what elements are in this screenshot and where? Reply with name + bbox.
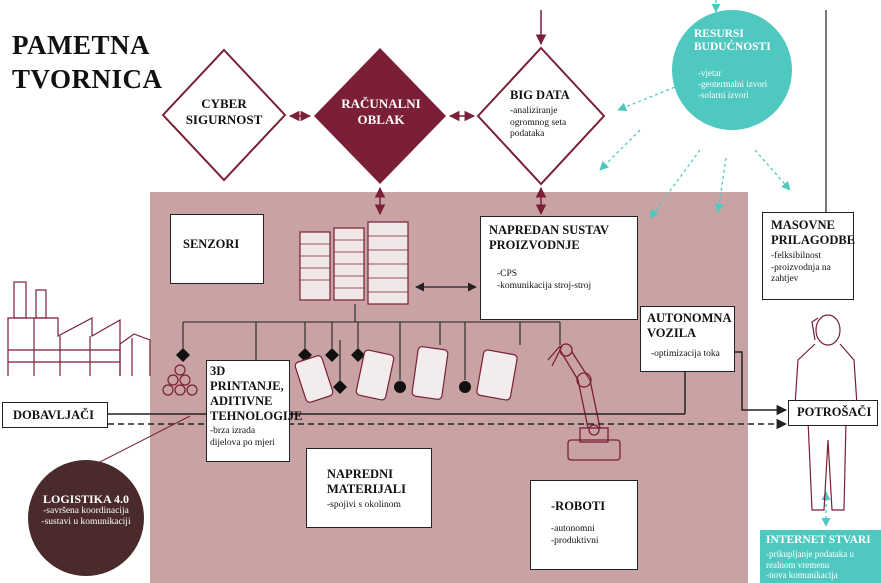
advanced-item: -CPS (497, 269, 518, 279)
iot-desc: -prikupljanje podataka u realnom vremenu (766, 549, 854, 570)
robot-arm-icon (547, 343, 621, 461)
cloud-line-2: OBLAK (357, 112, 405, 127)
resources-item: -geotermalni izvori (698, 79, 768, 89)
materials-heading-2: MATERIJALI (327, 482, 406, 496)
sensors-heading: SENZORI (183, 237, 240, 251)
sensors-box: SENZORI (170, 214, 264, 284)
diagram-title: PAMETNA TVORNICA (12, 28, 162, 96)
consumers-label: POTROŠAČI (797, 405, 872, 419)
server-rack-icon (299, 221, 409, 305)
vehicles-heading-2: VOZILA (647, 326, 697, 340)
consumers-box: POTROŠAČI (788, 400, 878, 426)
robots-heading: -ROBOTI (551, 499, 606, 513)
printing-heading-3: ADITIVNE (210, 394, 273, 408)
logistics-circle: LOGISTIKA 4.0 -savršena koordinacija -su… (28, 460, 144, 576)
title-line-2: TVORNICA (12, 64, 163, 94)
iot-desc-2: -nova komunikacija (766, 570, 838, 580)
mass-customization-box: MASOVNE PRILAGODBE -felksibilnost -proiz… (762, 212, 856, 300)
resources-item: -solarni izvori (698, 90, 749, 100)
autonomous-vehicles-box: AUTONOMNA VOZILA -optimizacija toka (640, 306, 735, 372)
resources-arrow-3 (754, 149, 791, 191)
resources-heading-2: BUDUĆNOSTI (694, 41, 771, 53)
iot-heading: INTERNET STVARI (766, 534, 871, 546)
vehicles-heading-1: AUTONOMNA (647, 311, 732, 325)
bigdata-desc: -analiziranje ogromnog seta podataka (510, 106, 567, 139)
printing-heading-2: PRINTANJE, (210, 379, 284, 393)
mass-heading-1: MASOVNE (771, 218, 835, 232)
resources-item: -vjetar (698, 68, 722, 78)
vehicles-to-consumers (735, 351, 788, 416)
cloud-label: RAČUNALNI OBLAK (336, 96, 426, 128)
title-line-1: PAMETNA (12, 30, 150, 60)
advanced-heading-2: PROIZVODNJE (489, 238, 580, 252)
resources-arrow-bigdata (617, 84, 681, 112)
advanced-heading-1: NAPREDAN SUSTAV (489, 223, 610, 237)
printing-desc: -brza izrada dijelova po mjeri (210, 426, 275, 448)
robots-item: -produktivni (551, 535, 599, 546)
mass-heading-2: PRILAGODBE (771, 233, 856, 247)
bigdata-heading: BIG DATA (510, 88, 570, 102)
3d-printing-box: 3D PRINTANJE, ADITIVNE TEHNOLOGIJE -brza… (206, 360, 303, 462)
tablet-icon (294, 346, 518, 403)
logistics-item: -savršena koordinacija (43, 506, 129, 516)
mass-item: -proizvodnja na zahtjev (771, 262, 831, 285)
logistics-connector (91, 415, 191, 467)
cyber-line-2: SIGURNOST (185, 112, 263, 127)
robots-box: -ROBOTI -autonomni -produktivni (530, 480, 638, 570)
resources-arrow-4 (599, 129, 641, 171)
cyber-diamond (161, 48, 287, 182)
resources-heading-1: RESURSI (694, 28, 744, 40)
iot-box: INTERNET STVARI -prikupljanje podataka u… (760, 530, 881, 583)
parts-circles-icon (162, 364, 198, 396)
logistics-item: -sustavi u komunikaciji (41, 517, 131, 527)
materials-heading-1: NAPREDNI (327, 467, 393, 481)
resources-arrow-1 (649, 149, 701, 219)
cyber-security-label: CYBER SIGURNOST (180, 96, 268, 128)
resources-circle: RESURSI BUDUĆNOSTI -vjetar -geotermalni … (672, 10, 792, 130)
materials-desc: -spojivi s okolinom (327, 500, 401, 510)
logistics-heading: LOGISTIKA 4.0 (42, 492, 130, 506)
vehicles-desc: -optimizacija toka (651, 349, 720, 359)
circle-marker-icon (394, 381, 471, 393)
printing-heading-1: 3D (210, 364, 226, 378)
printing-heading-4: TEHNOLOGIJE (210, 409, 303, 423)
suppliers-label: DOBAVLJAČI (13, 408, 95, 422)
resources-list: -vjetar -geotermalni izvori -solarni izv… (698, 68, 767, 101)
advanced-item: -komunikacija stroj-stroj (497, 280, 592, 291)
cyber-line-1: CYBER (201, 96, 247, 111)
factory-icon (7, 281, 151, 376)
advanced-production-box: NAPREDAN SUSTAV PROIZVODNJE -CPS -komuni… (480, 216, 638, 320)
network-lines (182, 304, 561, 380)
robots-item: -autonomni (551, 524, 595, 534)
mass-item: -felksibilnost (771, 251, 822, 261)
cloud-line-1: RAČUNALNI (341, 96, 421, 111)
suppliers-box: DOBAVLJAČI (2, 402, 108, 428)
advanced-materials-box: NAPREDNI MATERIJALI -spojivi s okolinom (306, 448, 432, 528)
resources-arrow-2 (714, 157, 727, 213)
bigdata-label: BIG DATA -analiziranje ogromnog seta pod… (510, 88, 596, 141)
bigdata-diamond (476, 46, 606, 186)
cloud-diamond (314, 48, 446, 184)
